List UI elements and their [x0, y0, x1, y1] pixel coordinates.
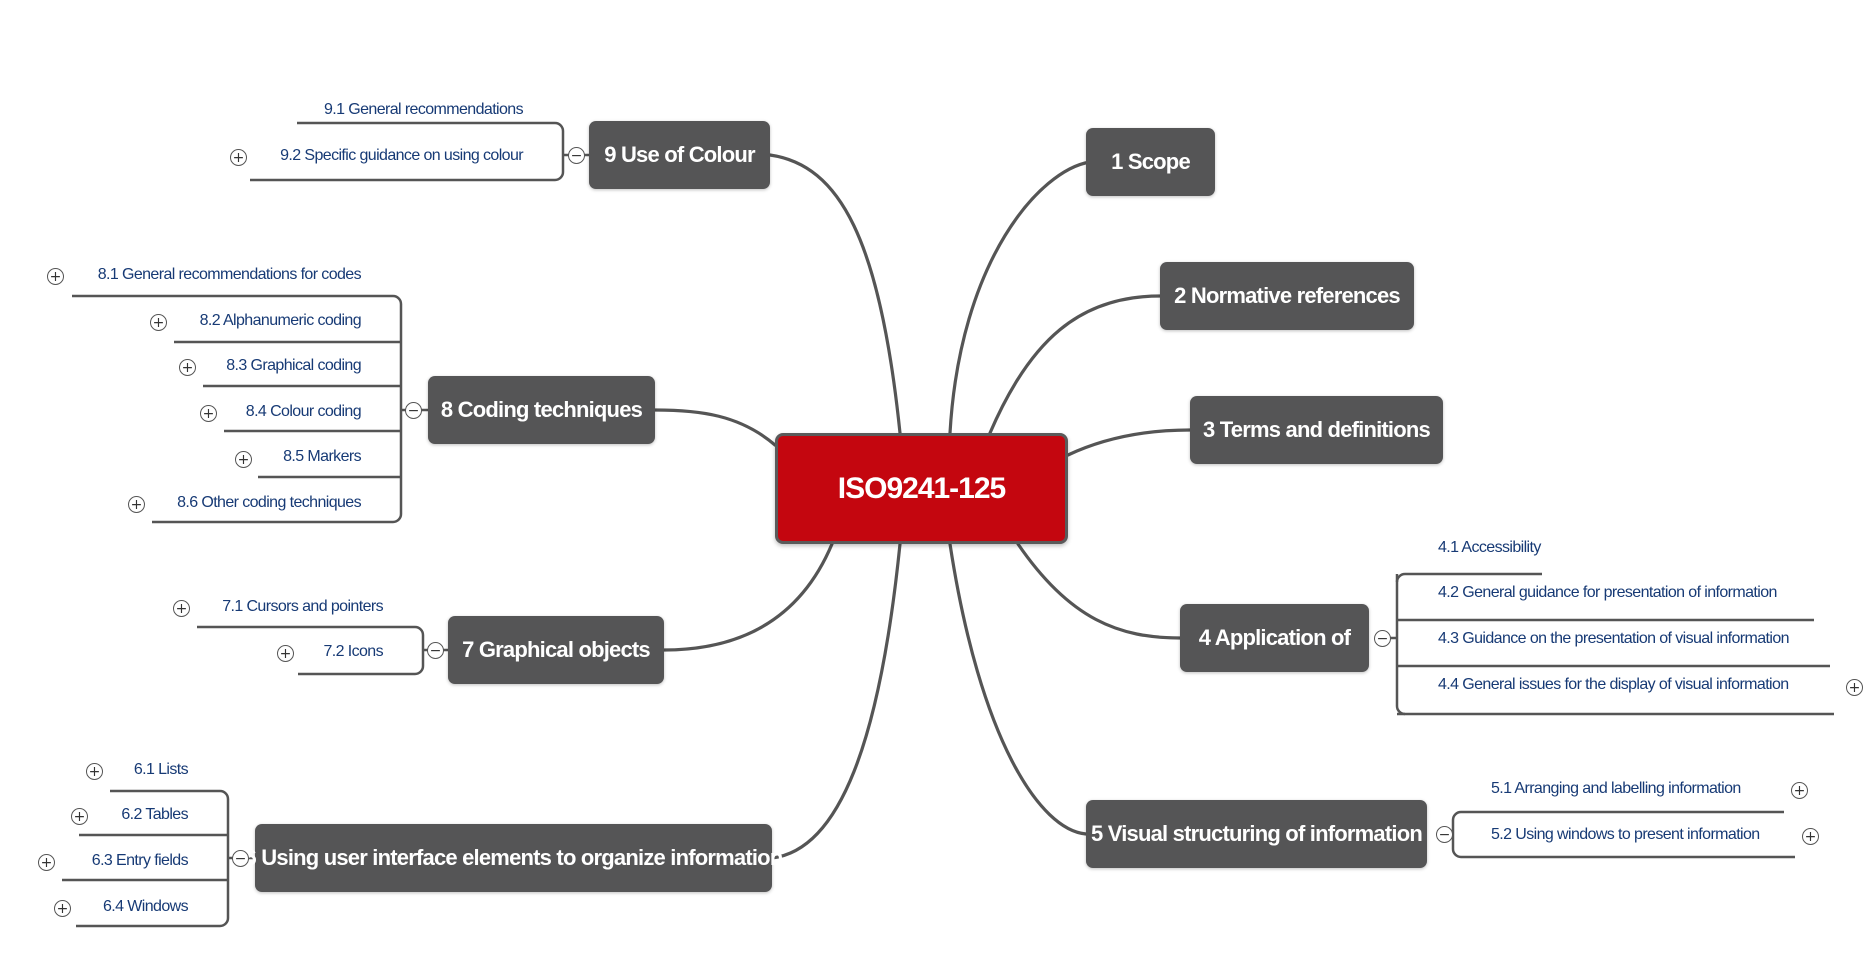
topic-graphical-objects[interactable]: 7 Graphical objects [448, 616, 664, 684]
subtopic-lists[interactable]: 6.1 Lists [133, 761, 189, 778]
subtopic-general-recommendations-codes[interactable]: 8.1 General recommendations for codes [97, 266, 362, 283]
subtopic-cursors-pointers[interactable]: 7.1 Cursors and pointers [222, 598, 383, 615]
expand-icon[interactable]: + [1846, 679, 1863, 696]
topic-user-interface-elements[interactable]: 6 Using user interface elements to organ… [245, 824, 783, 892]
subtopic-specific-guidance-colour[interactable]: 9.2 Specific guidance on using colour [280, 147, 523, 164]
expand-icon[interactable]: + [1802, 828, 1819, 845]
expand-icon[interactable]: + [86, 763, 103, 780]
collapse-icon[interactable]: − [427, 642, 444, 659]
collapse-icon[interactable]: − [1374, 630, 1391, 647]
subtopic-alphanumeric-coding[interactable]: 8.2 Alphanumeric coding [199, 312, 362, 329]
subtopic-windows[interactable]: 6.4 Windows [103, 898, 189, 915]
subtopic-markers[interactable]: 8.5 Markers [283, 448, 361, 465]
expand-icon[interactable]: + [230, 149, 247, 166]
branch-connector [662, 542, 834, 652]
expand-icon[interactable]: + [173, 600, 190, 617]
topic-application-of[interactable]: 4 Application of [1180, 604, 1369, 672]
expand-icon[interactable]: + [200, 405, 217, 422]
branch-connector [948, 542, 1088, 836]
central-topic[interactable]: ISO9241-125 [775, 433, 1068, 544]
branch-connector [988, 294, 1162, 435]
branch-connector [948, 160, 1092, 435]
expand-icon[interactable]: + [128, 496, 145, 513]
expand-icon[interactable]: + [235, 451, 252, 468]
expand-icon[interactable]: + [150, 314, 167, 331]
topic-use-of-colour[interactable]: 9 Use of Colour [589, 121, 770, 189]
subtopic-general-recommendations[interactable]: 9.1 General recommendations [323, 101, 524, 118]
collapse-icon[interactable]: − [405, 402, 422, 419]
subtopic-colour-coding[interactable]: 8.4 Colour coding [245, 403, 362, 420]
expand-icon[interactable]: + [179, 359, 196, 376]
subtopic-other-coding-techniques[interactable]: 8.6 Other coding techniques [177, 494, 362, 511]
subtopic-accessibility[interactable]: 4.1 Accessibility [1438, 539, 1541, 556]
branch-connector [768, 153, 902, 435]
expand-icon[interactable]: + [47, 268, 64, 285]
branch-connector [1016, 542, 1182, 640]
subtopic-general-issues-display[interactable]: 4.4 General issues for the display of vi… [1438, 676, 1789, 693]
collapse-icon[interactable]: − [1436, 826, 1453, 843]
subtopic-using-windows[interactable]: 5.2 Using windows to present information [1491, 826, 1760, 843]
expand-icon[interactable]: + [38, 854, 55, 871]
subtopic-entry-fields[interactable]: 6.3 Entry fields [91, 852, 189, 869]
collapse-icon[interactable]: − [232, 850, 249, 867]
subtopic-graphical-coding[interactable]: 8.3 Graphical coding [226, 357, 361, 374]
subtopic-tables[interactable]: 6.2 Tables [121, 806, 188, 823]
topic-scope[interactable]: 1 Scope [1086, 128, 1215, 196]
expand-icon[interactable]: + [277, 645, 294, 662]
topic-coding-techniques[interactable]: 8 Coding techniques [428, 376, 655, 444]
topic-terms-and-definitions[interactable]: 3 Terms and definitions [1190, 396, 1443, 464]
subtopic-arranging-labelling[interactable]: 5.1 Arranging and labelling information [1491, 780, 1741, 797]
topic-visual-structuring[interactable]: 5 Visual structuring of information [1086, 800, 1427, 868]
expand-icon[interactable]: + [71, 808, 88, 825]
topic-normative-references[interactable]: 2 Normative references [1160, 262, 1414, 330]
branch-connector [1066, 428, 1192, 457]
branch-connector [653, 408, 777, 447]
collapse-icon[interactable]: − [568, 147, 585, 164]
subtopic-general-guidance-presentation[interactable]: 4.2 General guidance for presentation of… [1438, 584, 1777, 601]
subtopic-icons[interactable]: 7.2 Icons [323, 643, 383, 660]
branch-connector [770, 542, 902, 860]
subtopic-guidance-visual-information[interactable]: 4.3 Guidance on the presentation of visu… [1438, 630, 1790, 647]
expand-icon[interactable]: + [1791, 782, 1808, 799]
expand-icon[interactable]: + [54, 900, 71, 917]
